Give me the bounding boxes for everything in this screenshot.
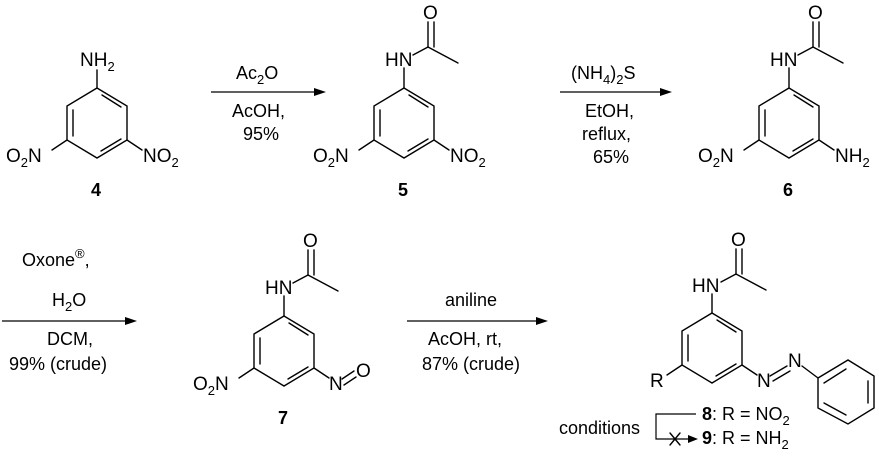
svg-text:O2N: O2N [313,146,349,170]
svg-text:O: O [356,361,371,382]
compound-7-structure: O HN N O O2N [193,231,371,398]
step1-solvent: AcOH, [232,101,285,121]
svg-text:NO2: NO2 [143,146,179,170]
svg-text:O2N: O2N [193,374,229,398]
step1-reagent: Ac2O [236,63,278,87]
compound-5-label: 5 [398,180,408,200]
svg-text:HN: HN [265,278,292,299]
compound-7-label: 7 [278,408,288,428]
compound-8-label: 8: R = NO2 [702,404,790,428]
compound-5-structure: O HN NO2 O2N [313,3,486,170]
svg-text:N: N [329,374,343,395]
compound-6-structure: O HN NH2 O2N [698,3,870,170]
svg-text:HN: HN [770,50,797,71]
svg-text:HN: HN [692,276,719,297]
reaction-arrow-4 [407,317,548,325]
compound-4-structure: NH2 NO2 O2N [6,50,179,170]
svg-text:N: N [757,371,771,392]
step2-solvent: EtOH, [585,101,634,121]
svg-text:R: R [650,371,664,392]
step3-reagent: Oxone®, [22,246,90,270]
svg-text:O2N: O2N [698,146,734,170]
step1-yield: 95% [243,124,279,144]
step3-solvent-2: DCM, [47,329,93,349]
step4-reagent: aniline [445,290,497,310]
svg-text:O: O [303,231,318,252]
compound-9-label: 9: R = NH2 [702,428,789,452]
compound-4-label: 4 [91,180,101,200]
step2-temperature: reflux, [582,124,631,144]
svg-text:NO2: NO2 [450,146,486,170]
reaction-arrow-1 [211,88,326,96]
svg-text:O2N: O2N [6,146,42,170]
step4-solvent: AcOH, rt, [428,329,502,349]
svg-text:O: O [423,3,438,24]
reaction-arrow-2 [560,88,672,96]
svg-text:O: O [731,230,746,251]
step2-reagent: (NH4)2S [571,63,635,87]
svg-text:N: N [788,351,802,372]
step3-yield: 99% (crude) [9,354,107,374]
reaction-arrow-3 [2,317,137,325]
failed-conversion-arrow [655,413,698,446]
failed-step-conditions: conditions [559,418,640,438]
step3-solvent-1: H2O [52,290,86,314]
step4-yield: 87% (crude) [422,354,520,374]
compound-6-label: 6 [783,180,793,200]
svg-text:NH2: NH2 [835,146,870,170]
svg-text:HN: HN [385,50,412,71]
svg-text:O: O [808,3,823,24]
compound-8-structure: O HN N N R [650,230,875,425]
step2-yield: 65% [593,147,629,167]
svg-text:NH2: NH2 [80,50,115,74]
